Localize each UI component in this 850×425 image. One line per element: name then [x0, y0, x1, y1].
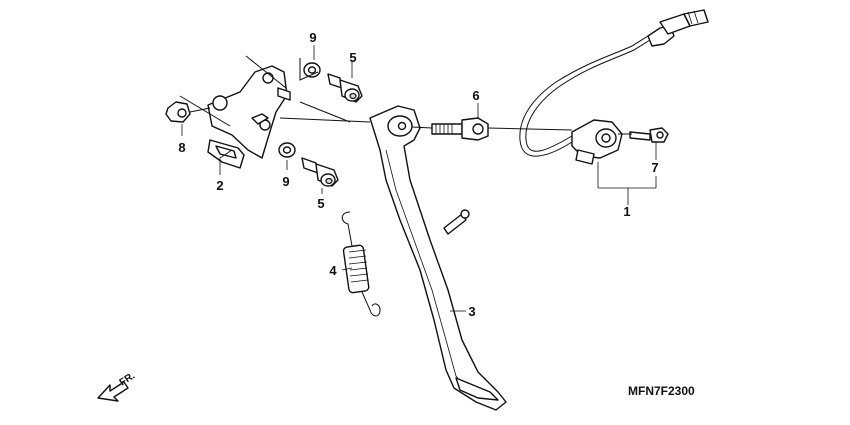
front-direction-arrow: FR. [97, 370, 137, 402]
callout-numbers: 1 2 3 4 5 5 6 7 8 9 9 [178, 30, 658, 319]
side-stand[interactable] [369, 105, 507, 411]
callout-4: 4 [329, 263, 337, 278]
callout-5-lower: 5 [317, 196, 324, 211]
callout-3: 3 [468, 304, 475, 319]
callout-5-upper: 5 [349, 50, 356, 65]
callout-1: 1 [623, 204, 630, 219]
callout-7: 7 [651, 160, 658, 175]
side-stand-bracket[interactable] [207, 65, 291, 159]
flange-nut-8[interactable] [165, 101, 191, 123]
harness-connector[interactable] [647, 9, 709, 47]
callout-6: 6 [472, 88, 479, 103]
stand-spring[interactable] [341, 211, 381, 317]
diagram-code: MFN7F2300 [628, 384, 695, 398]
pivot-bolt-6[interactable] [431, 117, 489, 141]
socket-bolt-5-upper[interactable] [327, 73, 363, 103]
callout-8: 8 [178, 140, 185, 155]
side-stand-switch[interactable] [519, 35, 651, 165]
switch-bolt-7[interactable] [629, 127, 669, 143]
leader-lines [179, 45, 657, 312]
washer-9-lower[interactable] [278, 142, 296, 158]
washer-9-upper[interactable] [303, 62, 321, 78]
callout-2: 2 [216, 178, 223, 193]
callout-9-upper: 9 [309, 30, 316, 45]
callout-9-lower: 9 [282, 174, 289, 189]
socket-bolt-5-lower[interactable] [301, 157, 339, 187]
